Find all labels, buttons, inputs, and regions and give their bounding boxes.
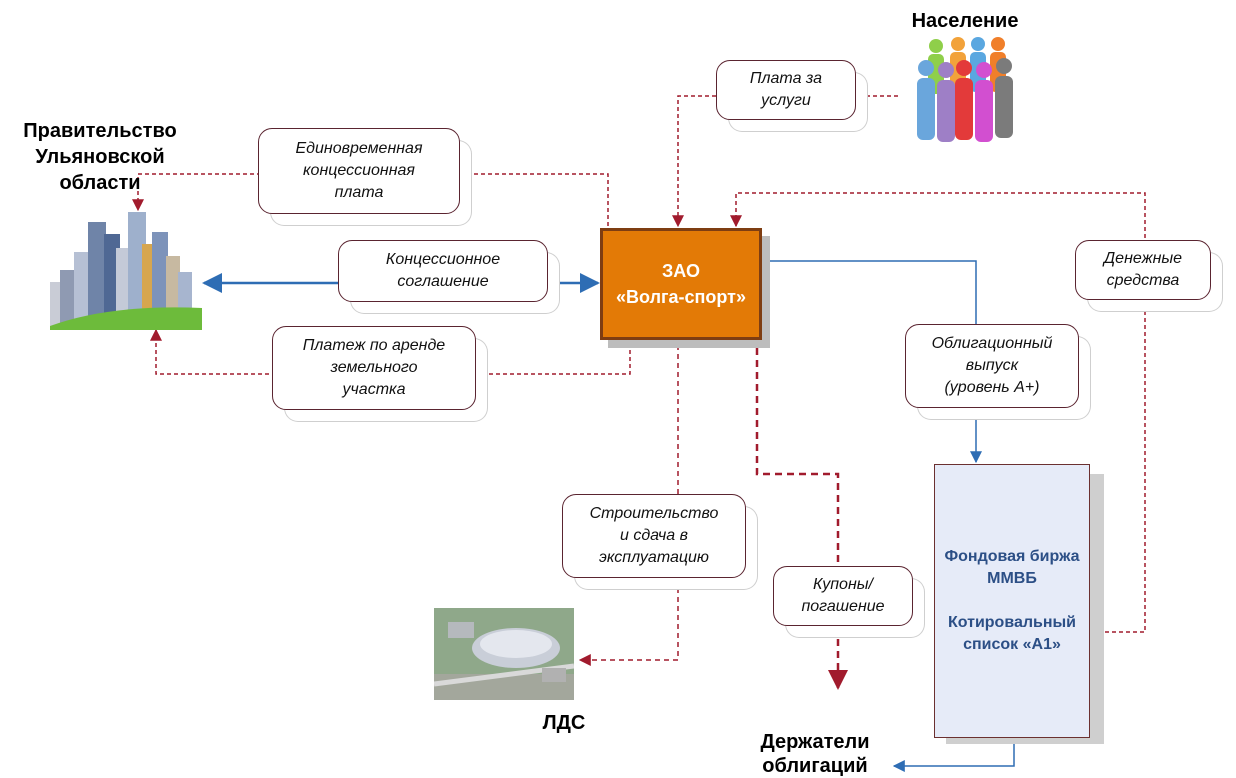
concession-agreement-bubble: Концессионное соглашение	[338, 240, 548, 302]
bond-issue-bubble: Облигационный выпуск (уровень А+)	[905, 324, 1079, 408]
people-group-icon	[917, 37, 1013, 142]
money-bubble: Денежные средства	[1075, 240, 1211, 300]
arrow-coupons	[755, 336, 848, 690]
coupons-bubble: Купоны/ погашение	[773, 566, 913, 626]
one-time-fee-bubble: Единовременная концессионная плата	[258, 128, 460, 214]
arena-image	[434, 608, 574, 700]
arrow-to-bondholders	[892, 738, 1015, 772]
zao-volga-sport-box: ЗАО «Волга-спорт»	[600, 228, 762, 340]
stock-exchange-box: Фондовая биржа ММВБ Котировальный список…	[934, 464, 1090, 738]
population-label: Население	[911, 10, 1019, 32]
city-icon	[50, 212, 202, 330]
arrow-construction	[578, 336, 679, 666]
lds-label: ЛДС	[542, 712, 586, 734]
service-fee-bubble: Плата за услуги	[716, 60, 856, 120]
arrow-money	[730, 192, 1146, 633]
government-label: Правительство Ульяновской области	[23, 120, 177, 194]
bondholders-label: Держатели облигаций	[760, 731, 870, 777]
construction-bubble: Строительство и сдача в эксплуатацию	[562, 494, 746, 578]
land-rent-bubble: Платеж по аренде земельного участка	[272, 326, 476, 410]
